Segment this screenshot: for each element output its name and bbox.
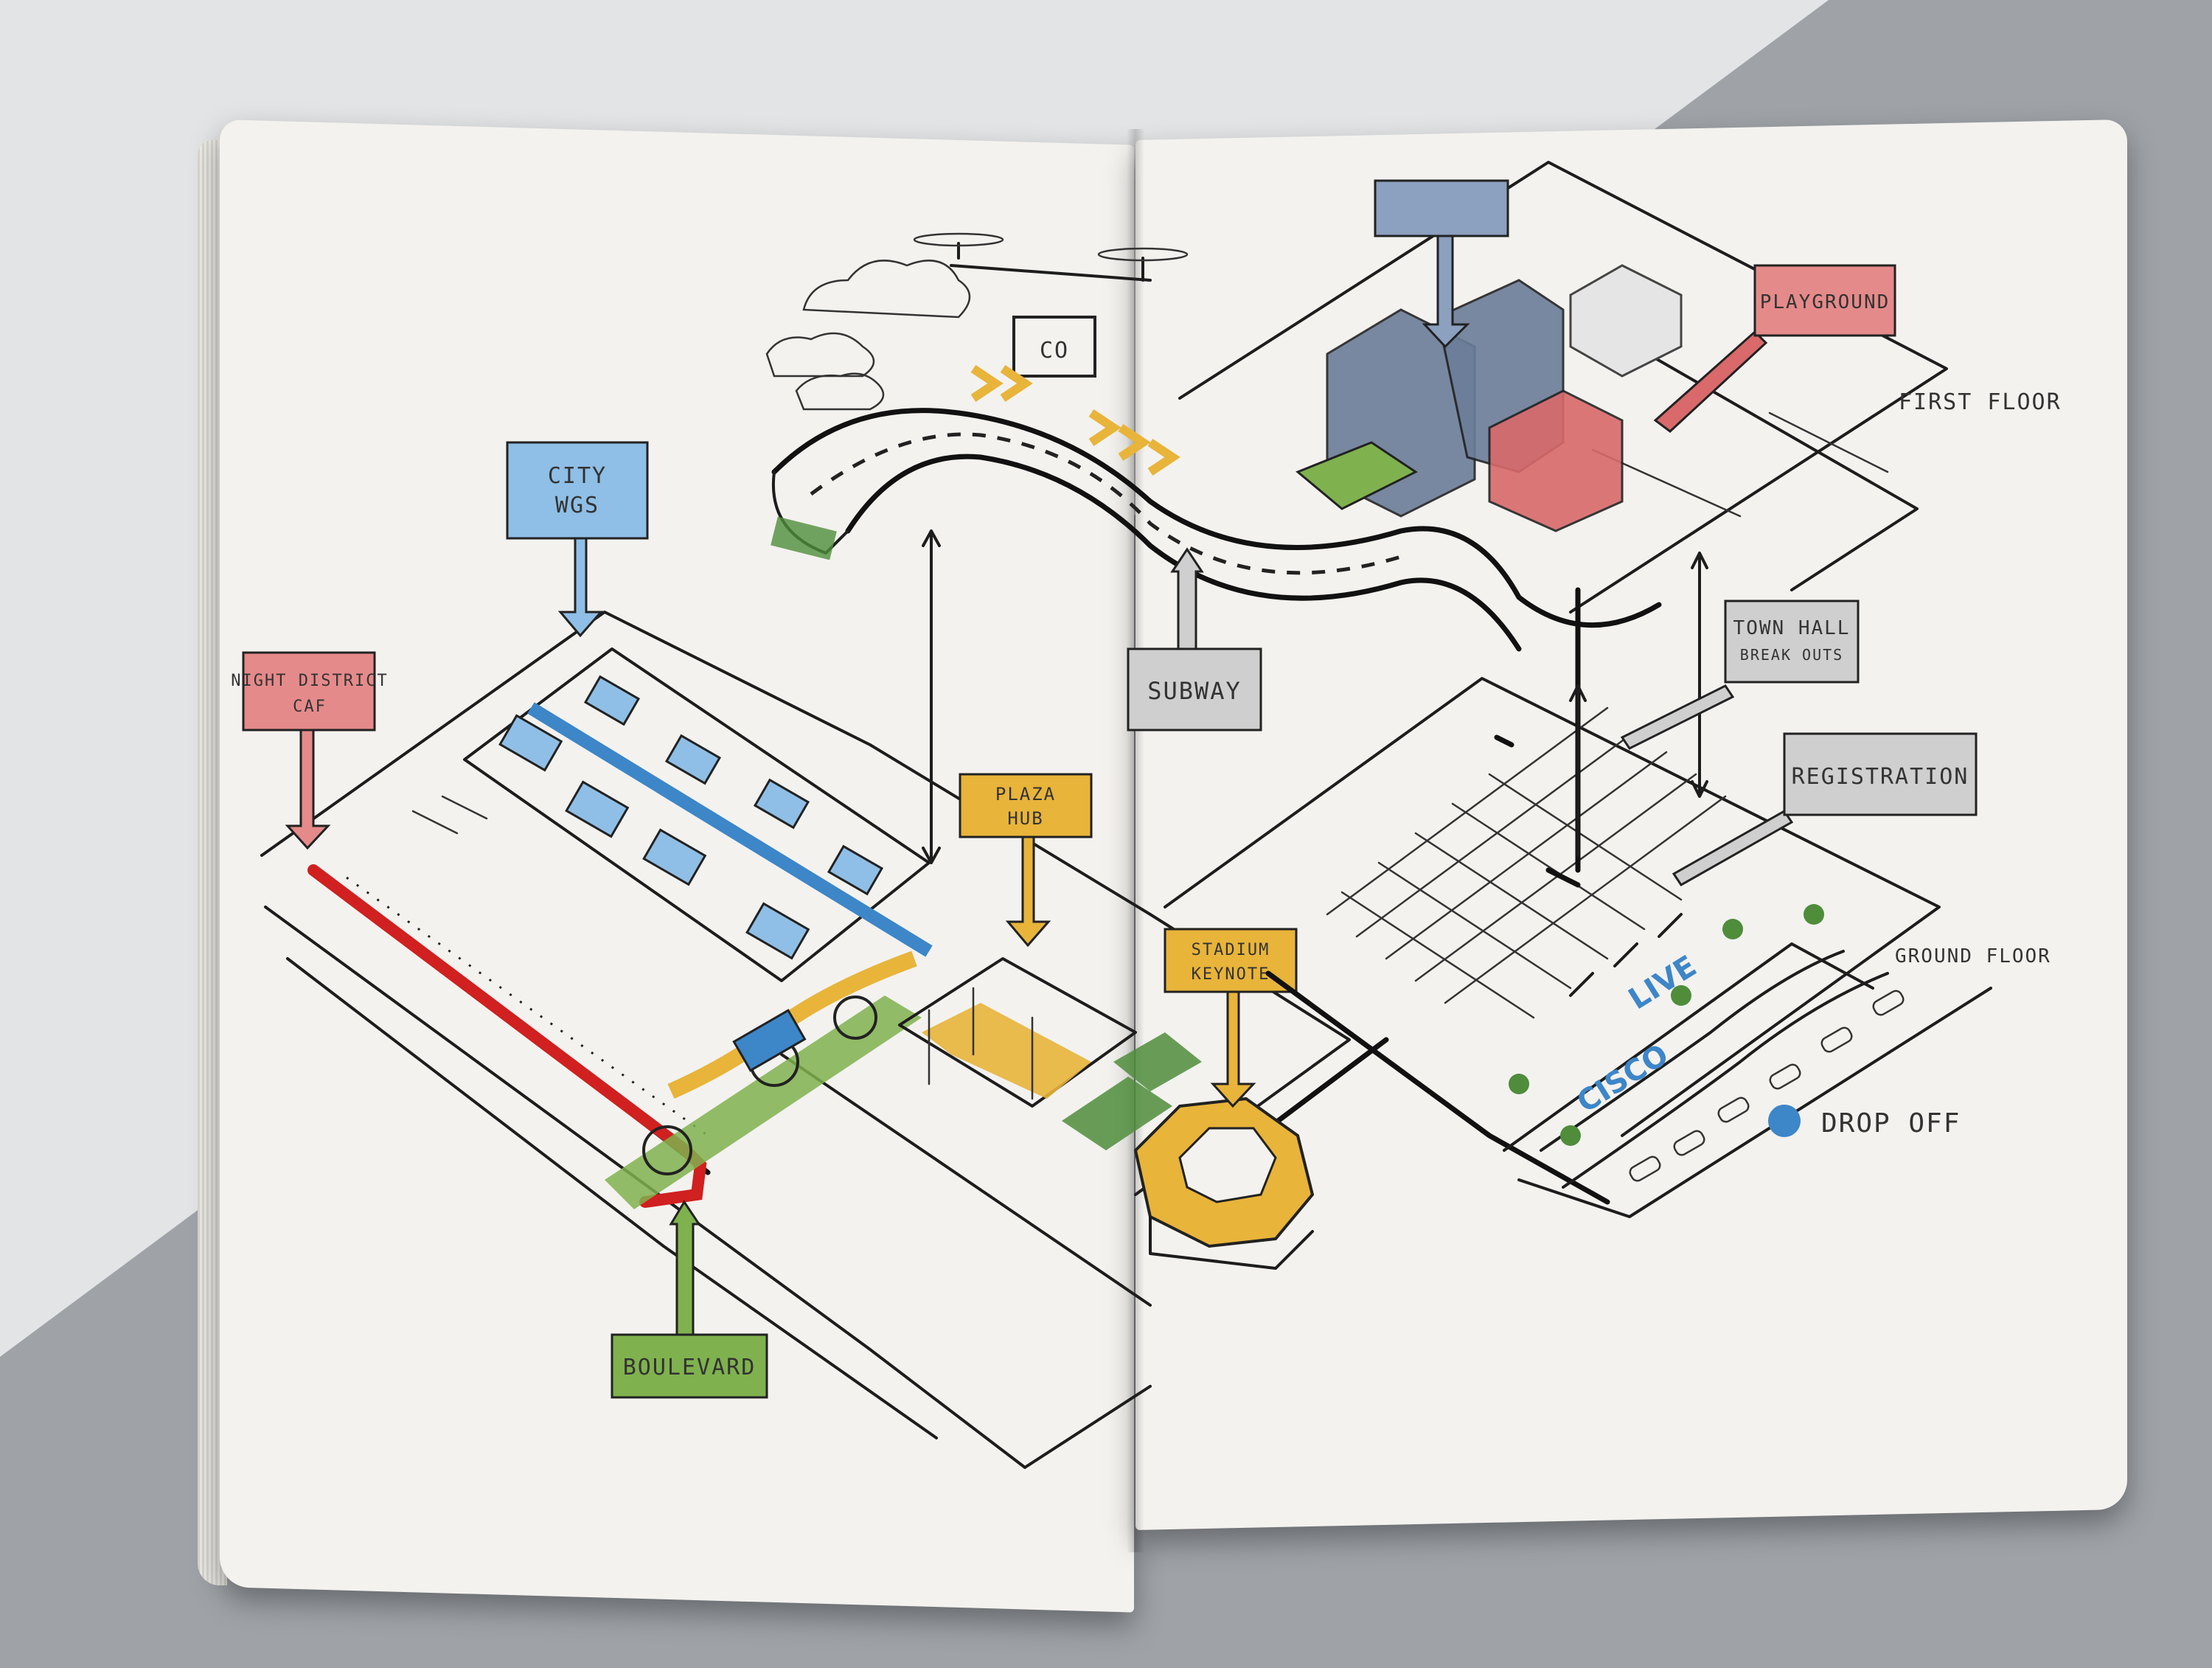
subway-callout: SUBWAY <box>1127 547 1262 732</box>
registration-label: REGISTRATION <box>1792 764 1969 790</box>
ground-floor-outline <box>1164 552 1992 1218</box>
city-wgs-label-line2: WGS <box>555 493 599 518</box>
town-hall-label-line1: TOWN HALL <box>1733 617 1851 639</box>
boulevard-callout: BOULEVARD <box>611 1200 768 1399</box>
registration-callout: REGISTRATION <box>1672 732 1978 886</box>
boulevard-label: BOULEVARD <box>623 1355 757 1380</box>
first-floor-label: FIRST FLOOR <box>1899 389 2062 415</box>
city-wgs-callout: CITY WGS <box>506 441 649 638</box>
first-floor-outline <box>1178 161 1948 614</box>
plaza-hub-callout: PLAZA HUB <box>959 773 1093 948</box>
drop-off-marker <box>1768 1105 1801 1137</box>
subway-road <box>771 408 1662 864</box>
tower-callout <box>1374 179 1509 349</box>
night-district-label-line2: CAF <box>293 698 327 716</box>
stadium-keynote <box>1062 1032 1315 1270</box>
playground-label: PLAYGROUND <box>1760 291 1891 313</box>
live-text: LIVE <box>1623 949 1703 1016</box>
drop-off-label: DROP OFF <box>1821 1108 1961 1139</box>
night-district-callout: NIGHT DISTRICT CAF <box>231 651 388 850</box>
stadium-label-line1: STADIUM <box>1192 941 1270 959</box>
plaza-hub-block <box>898 957 1137 1108</box>
drone-sign-text: CO <box>1040 338 1069 364</box>
playground-building <box>1488 264 1683 532</box>
drone-sketch: CO <box>765 232 1189 476</box>
stadium-label-line2: KEYNOTE <box>1192 965 1270 984</box>
city-wgs-label-line1: CITY <box>548 463 607 489</box>
plaza-hub-label-line1: PLAZA <box>995 784 1056 805</box>
plaza-hub-label-line2: HUB <box>1007 808 1043 829</box>
city-wgs-block <box>463 647 933 1072</box>
subway-label: SUBWAY <box>1147 677 1242 705</box>
book-gutter <box>1127 129 1144 1552</box>
town-hall-label-line2: BREAK OUTS <box>1740 646 1843 664</box>
live-road: LIVE CISCO <box>1509 904 1889 1189</box>
ground-floor-label: GROUND FLOOR <box>1895 945 2051 967</box>
stadium-callout: STADIUM KEYNOTE <box>1164 928 1298 1108</box>
parked-cars <box>1629 990 1905 1182</box>
boulevard-strip <box>605 951 922 1209</box>
playground-callout: PLAYGROUND <box>1653 264 1896 433</box>
town-hall-callout: TOWN HALL BREAK OUTS <box>1620 600 1860 750</box>
night-district-label-line1: NIGHT DISTRICT <box>231 672 388 690</box>
